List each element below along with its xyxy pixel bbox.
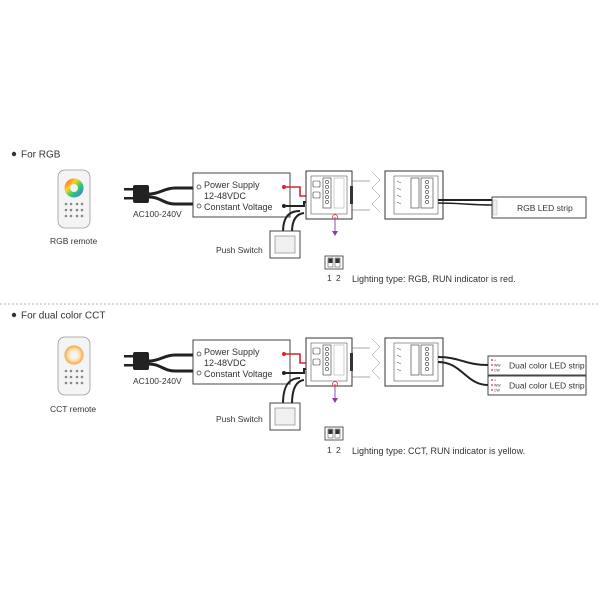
push-switch-label: Push Switch [216, 245, 263, 255]
psu-line-3: Constant Voltage [204, 202, 273, 212]
strip-label: RGB LED strip [517, 203, 573, 213]
psu-line-2: 12-48VDC [204, 358, 247, 368]
section-heading: For RGB [21, 150, 61, 161]
section-rgb: For RGB RGB remote AC100-240V [11, 150, 587, 284]
power-supply: Power Supply 12-48VDC Constant Voltage [192, 339, 291, 385]
psu-line-1: Power Supply [204, 180, 260, 190]
section-cct: For dual color CCT CCT remote AC100-240V [11, 311, 587, 456]
dip-label-1: 1 [327, 445, 332, 455]
push-switch [269, 402, 301, 431]
controller-receiver [305, 337, 370, 387]
push-switch-label: Push Switch [216, 414, 263, 424]
remote-label: RGB remote [50, 236, 98, 246]
ac-label: AC100-240V [133, 376, 182, 386]
dip-label-2: 2 [336, 445, 341, 455]
strip-pin-ww: WW [494, 364, 501, 368]
strip-label: Dual color LED strip [509, 361, 585, 371]
remote-label: CCT remote [50, 404, 96, 414]
push-switch [269, 230, 301, 259]
power-supply: Power Supply 12-48VDC Constant Voltage [192, 172, 291, 218]
led-strip: + WW CW Dual color LED strip [487, 355, 587, 376]
psu-line-1: Power Supply [204, 347, 260, 357]
lighting-note: Lighting type: CCT, RUN indicator is yel… [352, 446, 525, 456]
strip-pin-ww: WW [494, 384, 501, 388]
dip-label-1: 1 [327, 273, 332, 283]
ac-plug-icon [124, 185, 195, 206]
ac-plug-icon [124, 352, 195, 373]
rgb-remote [57, 169, 91, 229]
strip-label: Dual color LED strip [509, 381, 585, 391]
lighting-note: Lighting type: RGB, RUN indicator is red… [352, 274, 516, 284]
controller-output [371, 170, 444, 220]
cct-remote [57, 336, 91, 396]
ac-label: AC100-240V [133, 209, 182, 219]
strip-pin-cw: CW [494, 369, 501, 373]
strip-pin-plus: + [494, 379, 496, 383]
strip-pin-plus: + [494, 359, 496, 363]
strip-pin-cw: CW [494, 389, 501, 393]
section-heading: For dual color CCT [21, 311, 105, 322]
led-strip: + WW CW Dual color LED strip [487, 375, 587, 396]
dip-switch [324, 255, 344, 270]
psu-line-2: 12-48VDC [204, 191, 247, 201]
dip-switch [324, 426, 344, 441]
psu-line-3: Constant Voltage [204, 369, 273, 379]
controller-output [371, 337, 444, 387]
led-strip: RGB LED strip [491, 196, 587, 219]
dip-label-2: 2 [336, 273, 341, 283]
controller-receiver [305, 170, 370, 220]
